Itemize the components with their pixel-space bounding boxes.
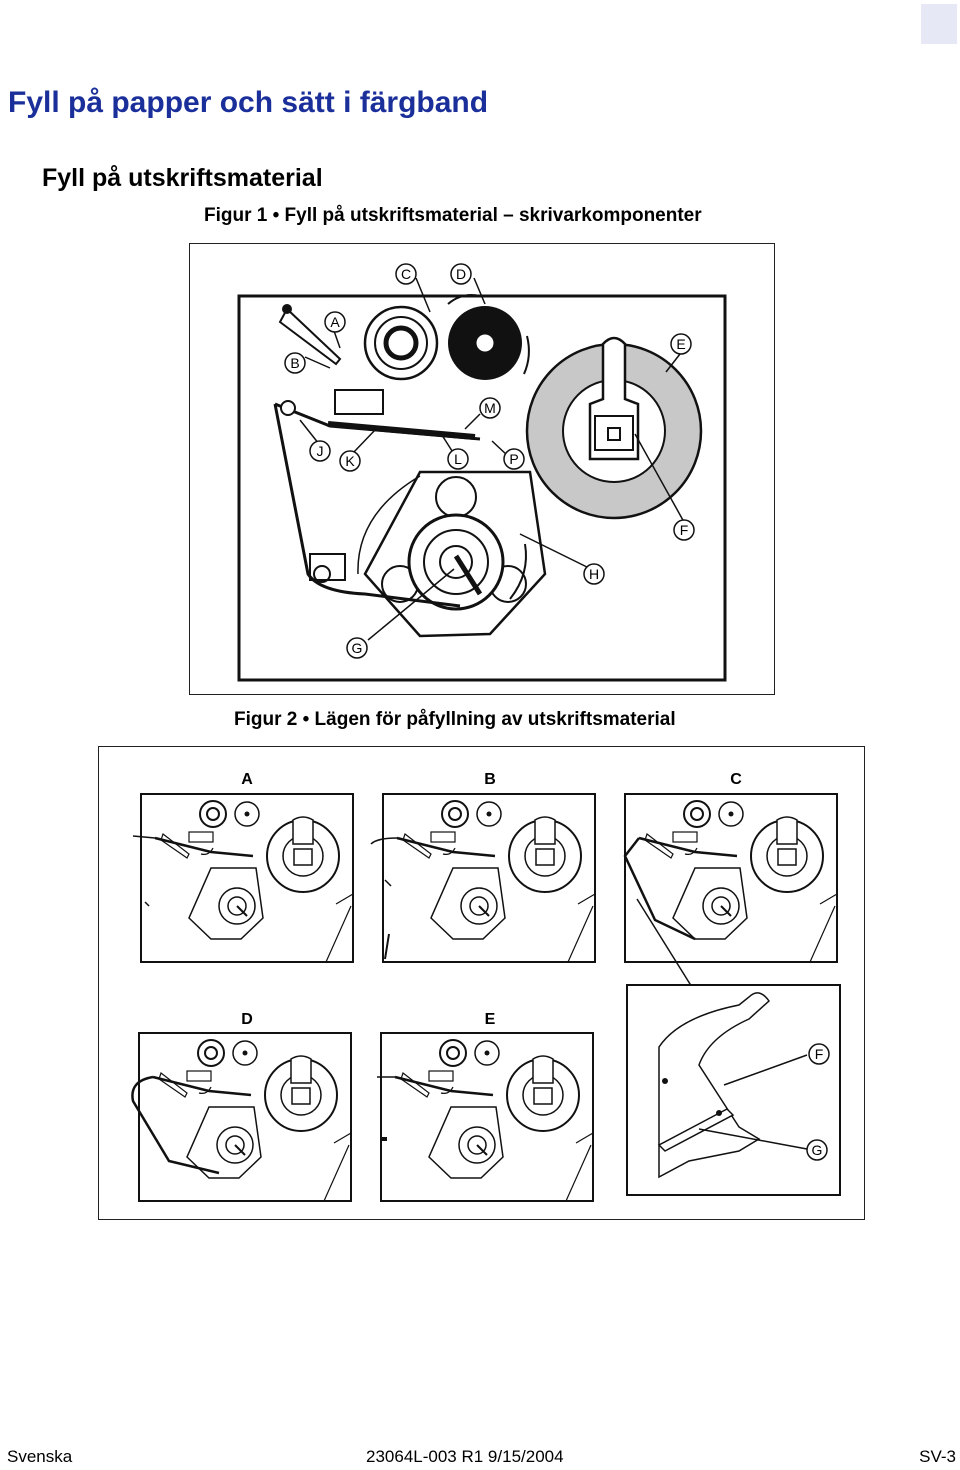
figure2-caption: Figur 2 • Lägen för påfyllning av utskri… <box>234 709 676 730</box>
media-supply-roll <box>525 336 703 520</box>
media-loading-modes-diagram: A B C D E F G <box>131 771 841 1203</box>
printhead-bracket <box>334 389 384 415</box>
footer-language: Svenska <box>7 1447 73 1466</box>
svg-text:G: G <box>812 1142 823 1158</box>
svg-text:A: A <box>330 314 340 330</box>
figure1-printer-components: C D A B E M J K L P F H G <box>189 243 775 695</box>
media-rewind-assembly <box>363 470 547 638</box>
callout-h: H <box>583 563 605 585</box>
panel-label-e: E <box>485 1011 496 1028</box>
footer-document-info: 23064L-003 R1 9/15/2004 <box>366 1447 564 1466</box>
svg-text:F: F <box>680 522 689 538</box>
panel-d-rewind <box>131 1031 353 1203</box>
rotation-arrow <box>357 475 421 575</box>
callout-b: B <box>284 352 306 374</box>
svg-text:D: D <box>456 266 466 282</box>
panel-label-d: D <box>241 1011 253 1028</box>
svg-text:K: K <box>345 453 355 469</box>
lower-roller <box>313 565 331 583</box>
ribbon-supply-spindle <box>363 305 439 381</box>
svg-text:J: J <box>317 443 324 459</box>
rotation-arrow <box>509 543 527 600</box>
rotation-arrow <box>447 294 481 305</box>
callout-l: L <box>447 448 469 470</box>
callout-m: M <box>479 397 501 419</box>
callout-d: D <box>450 263 472 285</box>
svg-text:P: P <box>509 451 518 467</box>
page-corner-marker <box>921 4 957 44</box>
callout-p: P <box>503 448 525 470</box>
panel-detail-cutter-module <box>626 984 841 1196</box>
lower-bracket <box>309 553 346 581</box>
svg-text:L: L <box>454 451 462 467</box>
svg-text:E: E <box>676 336 685 352</box>
figure2-media-loading-modes: A B C D E F G <box>98 746 865 1220</box>
callout-leaders <box>299 277 685 641</box>
media-guide-roller <box>280 400 296 416</box>
section-title: Fyll på utskriftsmaterial <box>42 164 323 192</box>
page-title: Fyll på papper och sätt i färgband <box>8 86 489 119</box>
svg-text:C: C <box>401 266 411 282</box>
printer-components-diagram: C D A B E M J K L P F H G <box>237 263 727 682</box>
printhead-assembly <box>327 421 476 440</box>
callout-k: K <box>339 450 361 472</box>
svg-text:G: G <box>352 640 363 656</box>
callout-a: A <box>324 311 346 333</box>
svg-text:B: B <box>290 355 299 371</box>
callout-c: C <box>395 263 417 285</box>
rotation-arrow <box>523 335 530 375</box>
panel-c-cutter <box>623 792 839 993</box>
panel-a-tear-off <box>132 792 355 964</box>
svg-text:H: H <box>589 566 599 582</box>
footer-page-number: SV-3 <box>919 1447 956 1466</box>
svg-text:M: M <box>484 400 496 416</box>
panel-b-peel-off <box>370 792 597 964</box>
callout-j: J <box>309 440 331 462</box>
panel-label-c: C <box>730 771 742 788</box>
callout-g-detail: G <box>806 1139 828 1161</box>
callout-f-detail: F <box>808 1043 830 1065</box>
callout-e: E <box>670 333 692 355</box>
panel-label-a: A <box>241 771 253 788</box>
media-lever <box>278 307 342 366</box>
figure1-caption: Figur 1 • Fyll på utskriftsmaterial – sk… <box>204 205 702 226</box>
ribbon-take-up-spindle <box>448 306 522 380</box>
panel-e-liner-take-up <box>377 1031 595 1203</box>
panel-label-b: B <box>484 771 496 788</box>
printer-frame <box>237 294 727 682</box>
svg-text:F: F <box>815 1046 824 1062</box>
callout-f: F <box>673 519 695 541</box>
callout-g: G <box>346 637 368 659</box>
